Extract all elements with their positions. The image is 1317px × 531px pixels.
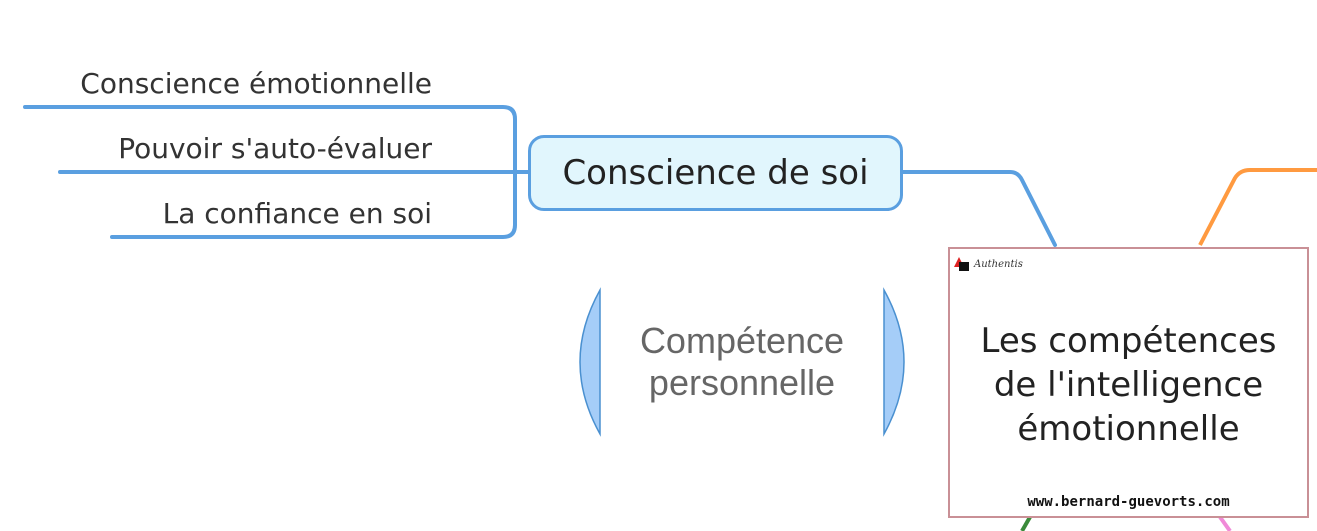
connector-to-central <box>901 170 1057 247</box>
authentis-logo: Authentis <box>954 257 1023 271</box>
connector-pink <box>1218 515 1232 531</box>
central-title-line: Les compétences <box>980 321 1277 361</box>
group-label-competence-personnelle: Compétence personnelle <box>600 320 884 404</box>
logo-icon <box>954 257 969 271</box>
central-title-line: de l'intelligence <box>993 365 1264 405</box>
connector-green <box>1020 516 1032 531</box>
left-bracket <box>579 287 601 437</box>
leaf-conscience-emotionnelle[interactable]: Conscience émotionnelle <box>80 67 432 100</box>
leaf-pouvoir-auto-evaluer[interactable]: Pouvoir s'auto-évaluer <box>118 132 432 165</box>
group-label-line: personnelle <box>648 362 836 403</box>
connector-confiance <box>110 170 517 239</box>
website-url: www.bernard-guevorts.com <box>1027 494 1230 510</box>
central-topic[interactable]: Authentis Les compétences de l'intellige… <box>948 247 1309 518</box>
central-title: Les compétences de l'intelligence émotio… <box>950 319 1307 451</box>
right-bracket <box>883 287 905 437</box>
node-label: Conscience de soi <box>562 153 869 193</box>
connector-orange <box>1198 168 1317 246</box>
node-conscience-de-soi[interactable]: Conscience de soi <box>528 135 903 211</box>
leaf-confiance-en-soi[interactable]: La confiance en soi <box>162 197 432 230</box>
logo-text: Authentis <box>974 258 1023 270</box>
group-label-line: Compétence <box>639 320 845 361</box>
connector-conscience-emotionnelle <box>23 105 517 174</box>
central-title-line: émotionnelle <box>1017 409 1240 449</box>
